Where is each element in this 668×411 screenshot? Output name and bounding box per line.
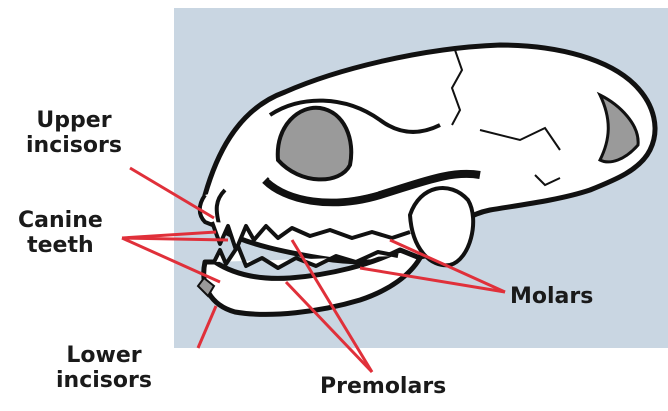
label-lower-incisors: Lower incisors [56,343,152,393]
pointer-canine-mid [122,238,228,240]
label-canine-teeth-line1: Canine [18,208,103,233]
label-upper-incisors: Upper incisors [26,108,122,158]
label-upper-incisors-line2: incisors [26,133,122,158]
label-lower-incisors-line2: incisors [56,368,152,393]
pointer-lower-incisors [198,306,216,348]
label-canine-teeth: Canine teeth [18,208,103,258]
label-molars: Molars [510,284,593,309]
pointer-upper-incisors [130,168,214,218]
label-premolars: Premolars [320,374,446,399]
label-canine-teeth-line2: teeth [18,233,103,258]
label-upper-incisors-line1: Upper [26,108,122,133]
label-lower-incisors-line1: Lower [56,343,152,368]
